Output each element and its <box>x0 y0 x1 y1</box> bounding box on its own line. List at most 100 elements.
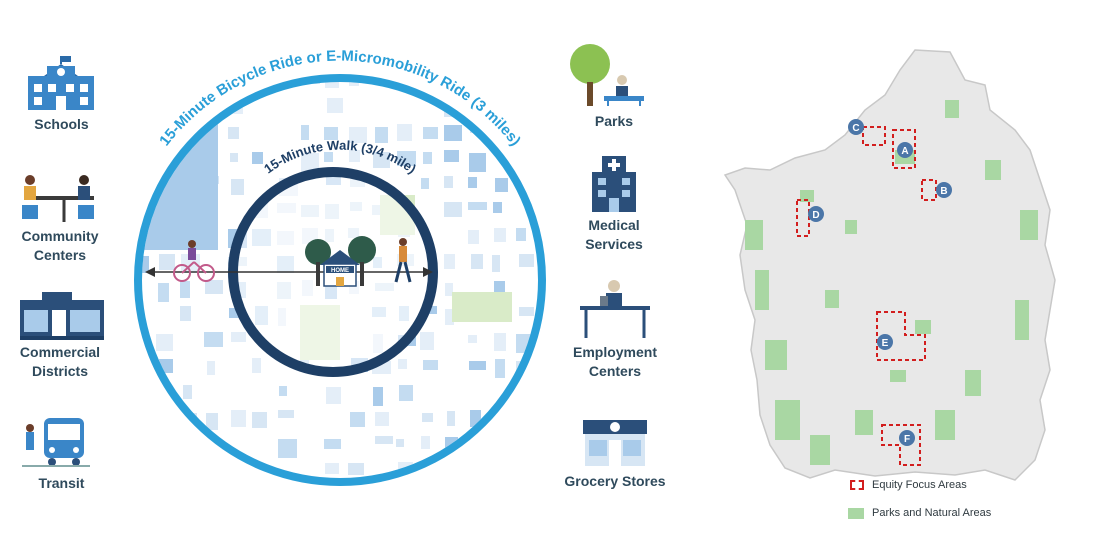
city-block <box>444 254 455 269</box>
city-block <box>373 152 390 168</box>
legend-parks-label: Parks and Natural Areas <box>872 507 992 519</box>
medical-services-label: Medical Services <box>585 217 643 252</box>
city-block <box>397 151 416 166</box>
city-block <box>495 359 505 378</box>
city-block <box>445 309 454 325</box>
city-block <box>468 202 487 210</box>
city-block <box>373 387 383 406</box>
city-block <box>399 385 413 401</box>
city-block <box>470 438 481 446</box>
legend-equity: Equity Focus Areas <box>850 479 967 491</box>
marker-f: F <box>899 430 915 446</box>
marker-d: D <box>808 206 824 222</box>
city-block <box>159 254 175 270</box>
equity-area-f <box>881 424 921 466</box>
city-block <box>493 82 504 86</box>
grocery-store-icon <box>583 420 647 466</box>
desk-worker-icon <box>580 280 650 338</box>
city-block <box>231 179 244 195</box>
equity-swatch <box>850 480 864 490</box>
bicycle-ride-ring <box>134 74 546 486</box>
svg-text:E: E <box>882 338 889 349</box>
city-block <box>142 101 153 120</box>
city-block <box>516 410 529 422</box>
city-block <box>519 307 534 316</box>
city-block <box>142 436 146 448</box>
city-block <box>278 439 297 458</box>
city-block <box>398 359 407 369</box>
city-block <box>301 153 319 172</box>
arrow-head-left-icon <box>145 267 155 277</box>
city-block <box>132 387 140 398</box>
city-block <box>252 412 267 428</box>
city-block <box>324 439 341 449</box>
city-block <box>325 82 339 88</box>
city-block <box>444 176 453 188</box>
transit-label: Transit <box>38 475 85 491</box>
marker-b: B <box>936 182 952 198</box>
city-block <box>516 387 525 396</box>
city-block <box>180 306 191 321</box>
city-map: C A B D E F <box>723 49 1056 481</box>
park-patch <box>452 292 512 322</box>
city-block <box>542 152 561 169</box>
city-block <box>180 281 190 298</box>
school-icon <box>28 56 94 110</box>
city-block <box>375 412 389 426</box>
city-block <box>350 412 365 427</box>
city-block <box>133 176 142 189</box>
bus-icon <box>22 418 90 467</box>
city-block <box>348 463 364 475</box>
home-icon: HOME <box>305 236 376 287</box>
equity-area-a <box>892 129 916 169</box>
city-block <box>519 462 533 476</box>
city-block <box>207 462 224 478</box>
city-block <box>540 177 553 195</box>
city-block <box>181 82 196 87</box>
city-block <box>158 436 173 451</box>
city-block <box>542 437 558 452</box>
city-block <box>229 308 242 318</box>
city-block <box>204 332 223 347</box>
city-block <box>492 255 500 272</box>
city-block <box>183 439 191 447</box>
fifteen-minute-diagram: 15-Minute Bicycle Ride or E-Micromobilit… <box>20 44 650 486</box>
city-block <box>156 411 175 424</box>
city-block <box>231 332 246 342</box>
city-block <box>230 153 238 162</box>
city-block <box>228 127 239 139</box>
city-boundary <box>723 49 1056 481</box>
city-block <box>206 413 218 430</box>
city-block <box>422 413 433 422</box>
arrow-head-right-icon <box>423 267 433 277</box>
legend-parks: Parks and Natural Areas <box>848 507 991 519</box>
city-block <box>349 150 360 162</box>
equity-focus-areas <box>796 126 937 466</box>
city-block <box>157 99 171 107</box>
equity-area-e <box>876 311 926 361</box>
city-block <box>471 463 483 472</box>
city-block <box>493 462 508 471</box>
city-block <box>252 358 261 373</box>
city-block <box>447 411 455 426</box>
city-block <box>142 462 149 475</box>
marker-c: C <box>848 119 864 135</box>
employment-centers-label: Employment Centers <box>572 344 657 379</box>
city-block <box>375 436 393 444</box>
grocery-stores-label: Grocery Stores <box>564 473 666 489</box>
city-block <box>133 412 141 425</box>
pedestrian-icon <box>394 238 412 283</box>
city-block <box>468 230 479 244</box>
commercial-districts-label: Commercial Districts <box>19 344 101 379</box>
city-block <box>326 387 341 404</box>
city-block <box>494 333 506 351</box>
city-block <box>516 228 526 241</box>
storefront-icon <box>20 292 104 340</box>
city-block <box>468 335 477 343</box>
hospital-icon <box>592 156 636 212</box>
city-block <box>445 283 453 296</box>
svg-text:D: D <box>812 210 819 221</box>
city-block <box>494 228 506 242</box>
city-block <box>207 361 215 375</box>
city-block <box>420 332 434 350</box>
